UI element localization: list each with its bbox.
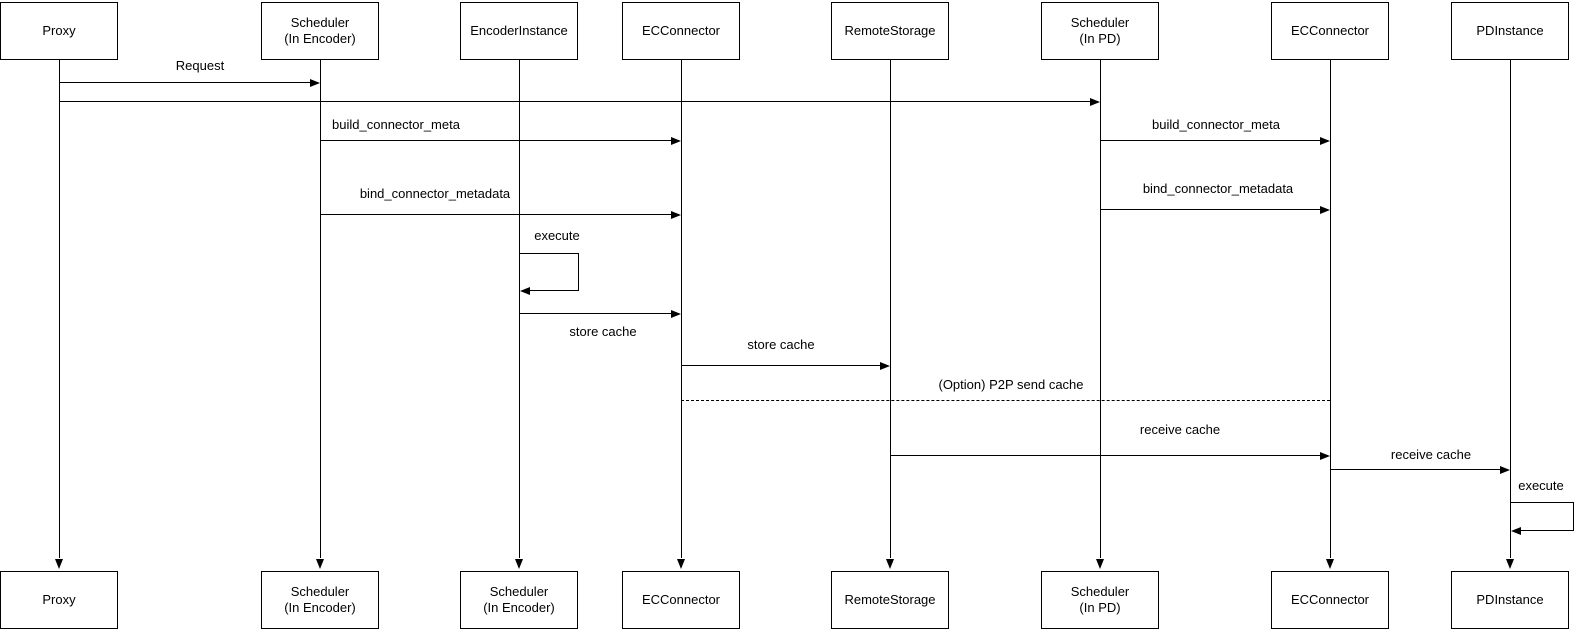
message-line-request <box>59 82 318 83</box>
message-line-store-cache <box>519 313 679 314</box>
actor-label-line: ECConnector <box>641 592 721 607</box>
self-message-right-line-execute-self-1 <box>1573 502 1574 531</box>
lifeline-scheduler-encoder <box>320 60 321 558</box>
lifeline-end-arrow-icon-scheduler-pd <box>1096 559 1104 569</box>
lifeline-end-arrow-icon-ec-connector-2 <box>1326 559 1334 569</box>
message-label-build-connector-meta: build_connector_meta <box>330 117 462 133</box>
actor-label-line: ECConnector <box>1290 592 1370 607</box>
message-arrowhead-icon-store-cache <box>880 362 890 370</box>
actor-bottom-box-encoder-instance: Scheduler(In Encoder) <box>460 571 578 629</box>
lifeline-pd-instance <box>1510 60 1511 558</box>
message-line-bind-connector-metadata <box>320 214 679 215</box>
message-label-store-cache: store cache <box>567 324 639 340</box>
actor-bottom-box-scheduler-pd: Scheduler(In PD) <box>1041 571 1159 629</box>
actor-label-line: ECConnector <box>641 23 721 38</box>
lifeline-end-arrow-icon-remote-storage <box>886 559 894 569</box>
self-message-arrowhead-icon-execute-self-1 <box>1511 527 1521 535</box>
message-label-build-connector-meta: build_connector_meta <box>1150 117 1282 133</box>
message-arrowhead-icon-unlabeled <box>1090 98 1100 106</box>
actor-label-line: Scheduler <box>290 15 350 30</box>
actor-label-line: Scheduler <box>489 584 549 599</box>
self-message-right-line-execute-self-0 <box>578 253 579 291</box>
message-line-option-p2p-send-cache <box>681 400 1330 401</box>
message-line-bind-connector-metadata <box>1100 209 1328 210</box>
actor-label-line: Scheduler <box>1070 584 1130 599</box>
message-label-request: Request <box>173 58 227 74</box>
actor-top-box-pd-instance: PDInstance <box>1451 2 1569 60</box>
self-message-bottom-line-execute-self-1 <box>1520 530 1573 531</box>
actor-label-line: PDInstance <box>1476 592 1544 607</box>
message-label-receive-cache: receive cache <box>1388 447 1474 463</box>
message-label-receive-cache: receive cache <box>1137 422 1223 438</box>
actor-bottom-box-pd-instance: PDInstance <box>1451 571 1569 629</box>
message-line-build-connector-meta <box>320 140 679 141</box>
message-label-store-cache: store cache <box>745 337 817 353</box>
actor-label-line: (In Encoder) <box>284 31 356 46</box>
actor-bottom-box-proxy: Proxy <box>0 571 118 629</box>
actor-label-line: RemoteStorage <box>844 23 936 38</box>
actor-top-box-scheduler-pd: Scheduler(In PD) <box>1041 2 1159 60</box>
actor-top-box-ec-connector-2: ECConnector <box>1271 2 1389 60</box>
actor-label-line: EncoderInstance <box>470 23 568 38</box>
self-message-arrowhead-icon-execute-self-0 <box>520 287 530 295</box>
message-line-build-connector-meta <box>1100 140 1328 141</box>
actor-label-line: PDInstance <box>1476 23 1544 38</box>
self-message-label-execute-self-1: execute <box>1516 478 1566 494</box>
message-label-bind-connector-metadata: bind_connector_metadata <box>1140 181 1296 197</box>
actor-label-line: (In Encoder) <box>483 600 555 615</box>
message-line-receive-cache <box>1330 469 1508 470</box>
actor-label-line: Scheduler <box>290 584 350 599</box>
self-message-top-line-execute-self-0 <box>519 253 578 254</box>
lifeline-end-arrow-icon-pd-instance <box>1506 559 1514 569</box>
actor-label-line: (In PD) <box>1079 31 1121 46</box>
actor-top-box-ec-connector: ECConnector <box>622 2 740 60</box>
message-arrowhead-icon-request <box>310 79 320 87</box>
lifeline-ec-connector <box>681 60 682 558</box>
lifeline-ec-connector-2 <box>1330 60 1331 558</box>
lifeline-remote-storage <box>890 60 891 558</box>
message-arrowhead-icon-bind-connector-metadata <box>1320 206 1330 214</box>
actor-label-line: (In Encoder) <box>284 600 356 615</box>
actor-label-line: Proxy <box>42 592 76 607</box>
message-arrowhead-icon-receive-cache <box>1500 466 1510 474</box>
actor-label-line: ECConnector <box>1290 23 1370 38</box>
message-arrowhead-icon-build-connector-meta <box>1320 137 1330 145</box>
actor-label-line: Scheduler <box>1070 15 1130 30</box>
actor-bottom-box-ec-connector: ECConnector <box>622 571 740 629</box>
lifeline-end-arrow-icon-ec-connector <box>677 559 685 569</box>
actor-label-line: Proxy <box>42 23 76 38</box>
self-message-bottom-line-execute-self-0 <box>529 290 578 291</box>
message-arrowhead-icon-receive-cache <box>1320 452 1330 460</box>
message-arrowhead-icon-bind-connector-metadata <box>671 211 681 219</box>
actor-top-box-remote-storage: RemoteStorage <box>831 2 949 60</box>
actor-top-box-proxy: Proxy <box>0 2 118 60</box>
message-arrowhead-icon-build-connector-meta <box>671 137 681 145</box>
actor-label-line: (In PD) <box>1079 600 1121 615</box>
self-message-top-line-execute-self-1 <box>1510 502 1573 503</box>
lifeline-proxy <box>59 60 60 558</box>
actor-top-box-encoder-instance: EncoderInstance <box>460 2 578 60</box>
message-label-option-p2p-send-cache: (Option) P2P send cache <box>936 377 1086 393</box>
lifeline-end-arrow-icon-encoder-instance <box>515 559 523 569</box>
message-line-store-cache <box>681 365 888 366</box>
lifeline-scheduler-pd <box>1100 60 1101 558</box>
actor-bottom-box-scheduler-encoder: Scheduler(In Encoder) <box>261 571 379 629</box>
actor-label-line: RemoteStorage <box>844 592 936 607</box>
actor-bottom-box-remote-storage: RemoteStorage <box>831 571 949 629</box>
lifeline-end-arrow-icon-proxy <box>55 559 63 569</box>
lifeline-end-arrow-icon-scheduler-encoder <box>316 559 324 569</box>
message-label-bind-connector-metadata: bind_connector_metadata <box>357 186 513 202</box>
actor-top-box-scheduler-encoder: Scheduler(In Encoder) <box>261 2 379 60</box>
lifeline-encoder-instance <box>519 60 520 558</box>
message-line-receive-cache <box>890 455 1328 456</box>
message-arrowhead-icon-store-cache <box>671 310 681 318</box>
actor-bottom-box-ec-connector-2: ECConnector <box>1271 571 1389 629</box>
message-line-unlabeled <box>59 101 1098 102</box>
self-message-label-execute-self-0: execute <box>532 228 582 244</box>
